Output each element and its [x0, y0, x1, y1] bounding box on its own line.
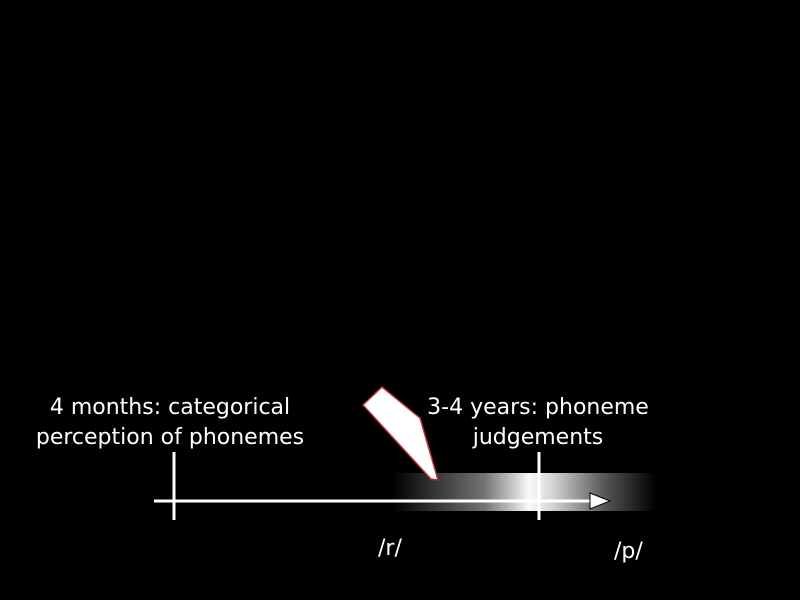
milestone-3-4-years-line2: judgements	[472, 425, 604, 450]
pointer-icon	[361, 386, 440, 481]
milestone-3-4-years-line1: 3-4 years: phoneme	[427, 395, 649, 420]
start-sound-label: /r/	[378, 536, 402, 561]
end-sound-label: /p/	[614, 539, 643, 564]
timeline-arrowhead	[589, 492, 612, 510]
milestone-3-4-years: 3-4 years: phoneme judgements	[418, 393, 658, 453]
milestone-4-months: 4 months: categorical perception of phon…	[30, 393, 310, 453]
milestone-4-months-line2: perception of phonemes	[35, 425, 305, 450]
milestone-4-months-line1: 4 months: categorical	[49, 395, 291, 420]
